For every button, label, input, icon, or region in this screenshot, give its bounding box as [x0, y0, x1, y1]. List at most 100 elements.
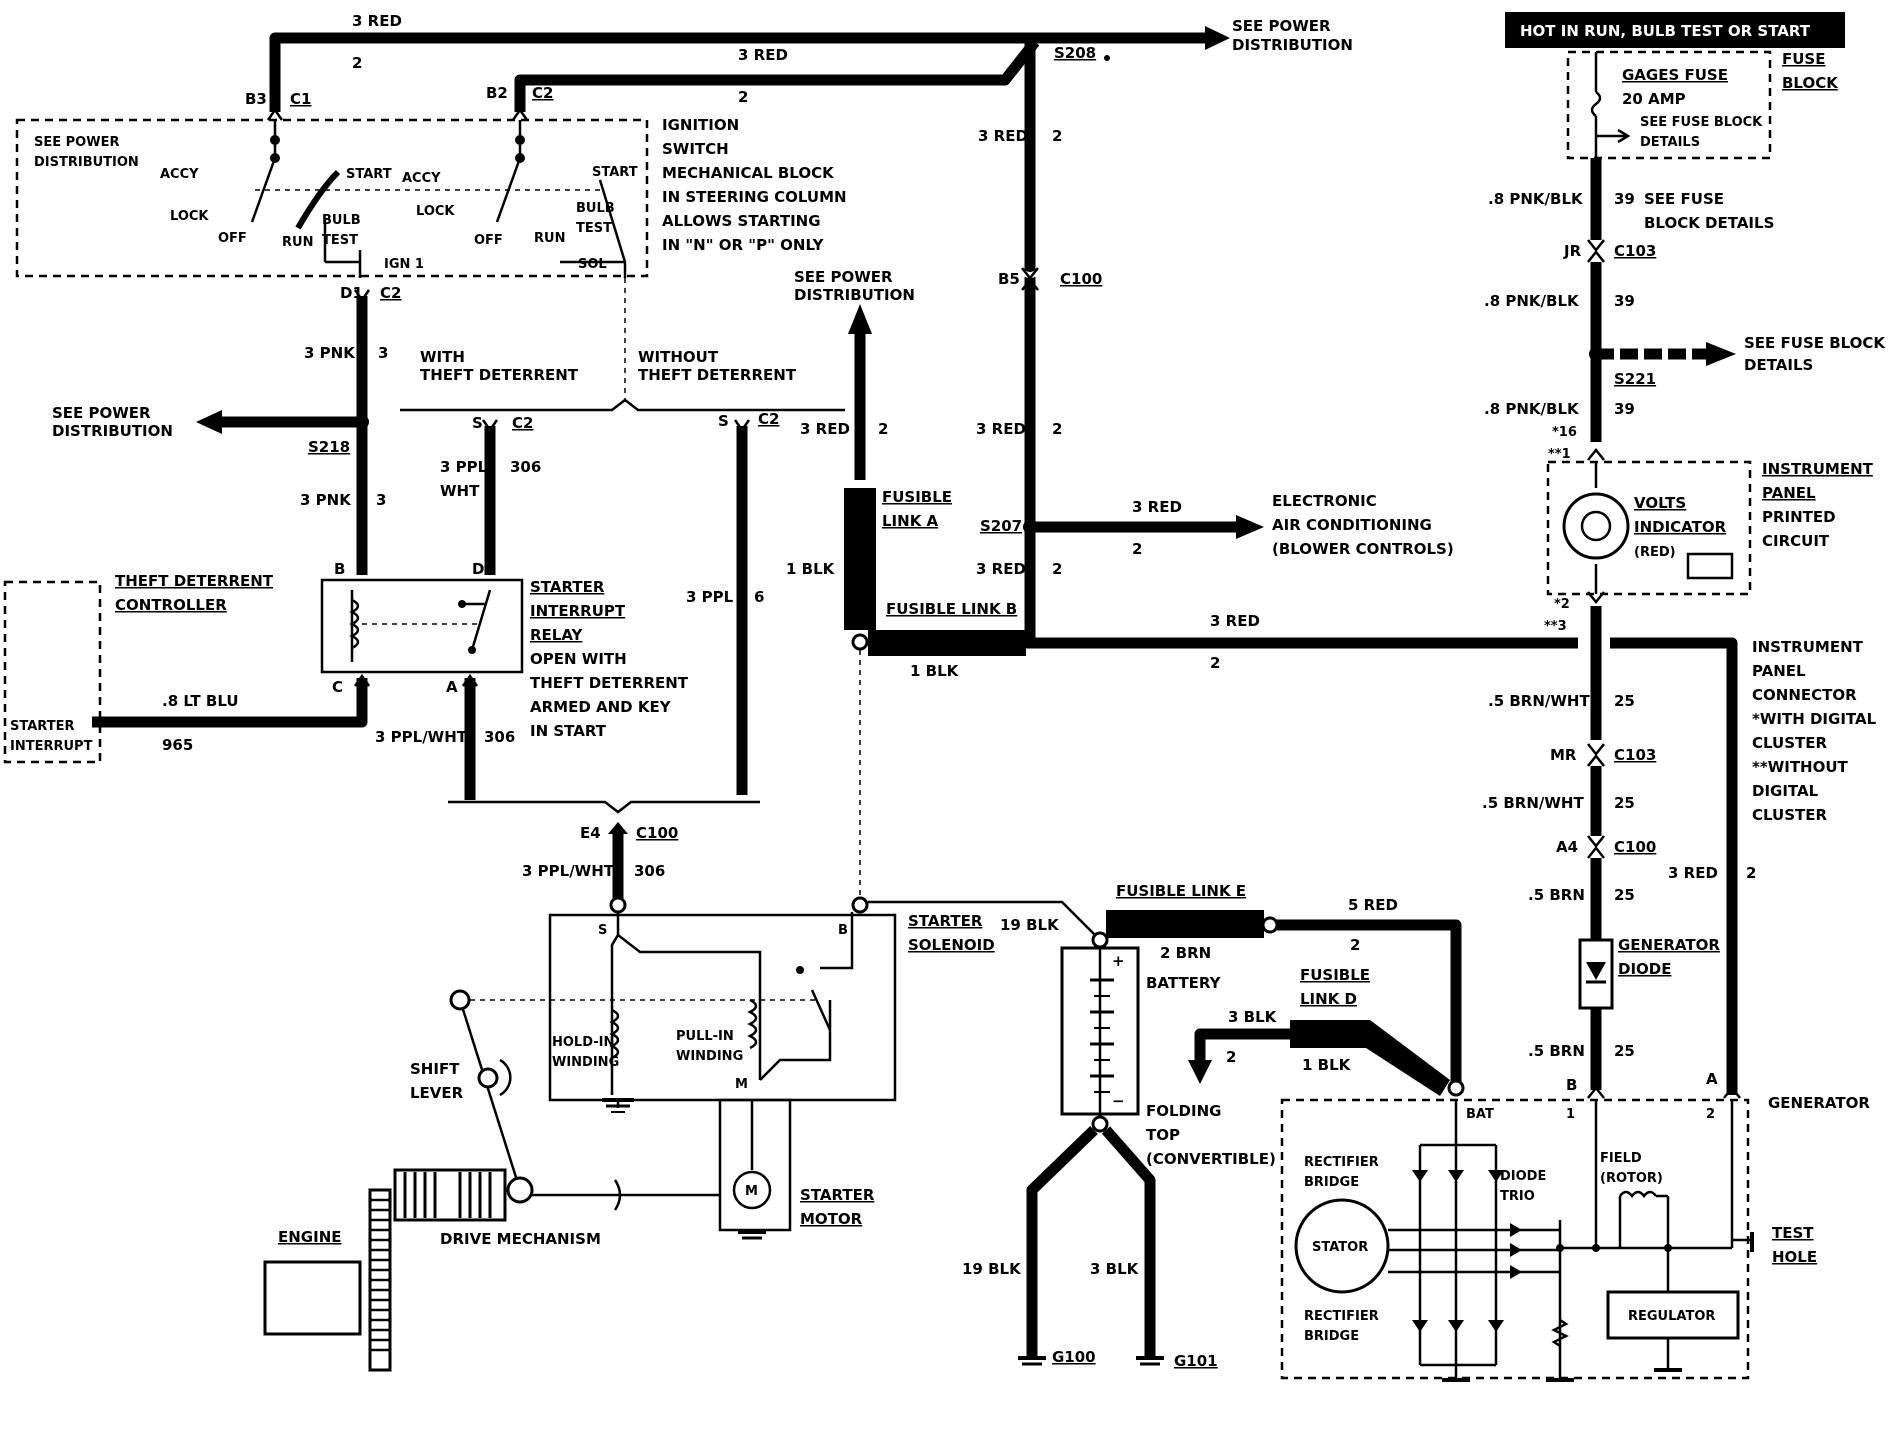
conn-2: CONNECTOR	[1752, 686, 1857, 704]
bat-circ2: 2	[1350, 936, 1360, 954]
bat-red5: 5 RED	[1348, 896, 1398, 914]
center-circ-1: 2	[1052, 127, 1062, 145]
bat-3blk-b: 3 BLK	[1090, 1260, 1140, 1278]
sw-bulb-2: BULB	[576, 201, 615, 216]
bat-1blk: 1 BLK	[1302, 1056, 1352, 1074]
fold-3: (CONVERTIBLE)	[1146, 1150, 1276, 1168]
see-fuse-2: BLOCK DETAILS	[1644, 214, 1774, 232]
ignition-switch: SEE POWER DISTRIBUTION ACCY LOCK OFF RUN…	[15, 116, 847, 278]
volts-1: VOLTS	[1634, 494, 1686, 512]
hold-1: HOLD-IN	[552, 1035, 614, 1050]
with-1: WITH	[420, 348, 465, 366]
pnk-bot: 3 PNK	[300, 491, 352, 509]
ppl-circ: 6	[754, 588, 764, 606]
right-column: .8 PNK/BLK 39 SEE FUSE BLOCK DETAILS JR …	[1482, 158, 1886, 1099]
solenoid-pin-s: S	[598, 923, 607, 938]
r-pnk-3: .8 PNK/BLK	[1484, 400, 1580, 418]
see-power-left-1: SEE POWER	[52, 404, 151, 422]
conn-0: INSTRUMENT	[1752, 638, 1864, 656]
fuse-details-1: SEE FUSE BLOCK	[1640, 115, 1763, 130]
ac-red: 3 RED	[1132, 498, 1182, 516]
ground-g100: G100	[1052, 1348, 1096, 1366]
top-feed-wires: 3 RED 2 3 RED 2 SEE POWER DISTRIBUTION S…	[245, 12, 1353, 645]
conn-d1: D1	[340, 284, 363, 302]
without-2: THEFT DETERRENT	[638, 366, 797, 384]
link-a-1: FUSIBLE	[882, 488, 952, 506]
theft-title-1: THEFT DETERRENT	[115, 572, 274, 590]
drive-gear-teeth	[403, 1172, 492, 1218]
fl-circ: 2	[878, 420, 888, 438]
sw-lock-2: LOCK	[416, 204, 455, 219]
diode-2: DIODE	[1618, 960, 1671, 978]
motor-symbol: M	[745, 1184, 758, 1199]
motor-title-2: MOTOR	[800, 1210, 863, 1228]
r-c39a: 39	[1614, 190, 1635, 208]
fl-see-power-2: DISTRIBUTION	[794, 286, 915, 304]
conn-c100-right: C100	[1614, 838, 1656, 856]
relay-title-4: THEFT DETERRENT	[530, 674, 689, 692]
r-c25b: 25	[1614, 794, 1635, 812]
splice-s218: S218	[308, 438, 350, 456]
hold-2: WINDING	[552, 1055, 619, 1070]
star-3: **3	[1544, 619, 1567, 634]
relay-title-2: RELAY	[530, 626, 584, 644]
hot-banner: HOT IN RUN, BULB TEST OR START	[1520, 22, 1811, 40]
bat-circ2b: 2	[1226, 1048, 1236, 1066]
sw-accy-1: ACCY	[160, 167, 199, 182]
ground-g101: G101	[1174, 1352, 1218, 1370]
pnk-top-circ: 3	[378, 344, 388, 362]
splice-s208-dot	[1104, 55, 1110, 61]
r-brn-4: .5 BRN	[1528, 1042, 1585, 1060]
theft-wire: .8 LT BLU	[162, 692, 239, 710]
conn-s-b: S	[718, 412, 729, 430]
conn-6: DIGITAL	[1752, 782, 1819, 800]
fuse-details-2: DETAILS	[1640, 135, 1700, 150]
bus-red: 3 RED	[1210, 612, 1260, 630]
sw-test-2: TEST	[576, 221, 612, 236]
connector-b3: B3	[245, 90, 267, 108]
c306-top: 306	[510, 458, 541, 476]
theft-title-2: CONTROLLER	[115, 596, 227, 614]
diode-trio-2: TRIO	[1500, 1189, 1535, 1204]
ignition-title-4: ALLOWS STARTING	[662, 212, 821, 230]
see-fuse-1: SEE FUSE	[1644, 190, 1724, 208]
ac-3: (BLOWER CONTROLS)	[1272, 540, 1454, 558]
theft-inner-2: INTERRUPT	[10, 739, 93, 754]
conn-b5: B5	[998, 270, 1020, 288]
sw-test-1: TEST	[322, 233, 358, 248]
ip-4: CIRCUIT	[1762, 532, 1830, 550]
fuse-block-1: FUSE	[1782, 50, 1825, 68]
top-wire-a-circuit: 2	[352, 54, 362, 72]
center-circ-2: 2	[1052, 420, 1062, 438]
link-d-1: FUSIBLE	[1300, 966, 1370, 984]
connector-c2: C2	[532, 84, 553, 102]
starter-19blk: 19 BLK	[1000, 916, 1060, 934]
without-1: WITHOUT	[638, 348, 719, 366]
r-pnk-1: .8 PNK/BLK	[1488, 190, 1584, 208]
shift-2: LEVER	[410, 1084, 464, 1102]
conn-mr: MR	[1550, 746, 1577, 764]
splice-s207: S207	[980, 517, 1022, 535]
fuse-rating: 20 AMP	[1622, 90, 1686, 108]
star-16: *16	[1552, 425, 1577, 440]
rect1-b: BRIDGE	[1304, 1175, 1359, 1190]
solenoid-pin-b: B	[838, 923, 848, 938]
conn-3: *WITH DIGITAL	[1752, 710, 1877, 728]
conn-a4: A4	[1556, 838, 1578, 856]
conn-c2-a: C2	[512, 414, 533, 432]
solenoid-title-2: SOLENOID	[908, 936, 995, 954]
ip-2: PANEL	[1762, 484, 1816, 502]
diode-1: GENERATOR	[1618, 936, 1720, 954]
fuse-block-2: BLOCK	[1782, 74, 1839, 92]
solenoid-pin-m: M	[735, 1077, 748, 1092]
with-2: THEFT DETERRENT	[420, 366, 579, 384]
center-feed: 3 RED 2 B5 C100 3 RED 2 S207 3 RED 2 ELE…	[976, 127, 1454, 672]
volts-2: INDICATOR	[1634, 518, 1727, 536]
center-circ-3: 2	[1052, 560, 1062, 578]
fl-blk: 1 BLK	[786, 560, 836, 578]
gen-two: 2	[1706, 1107, 1715, 1122]
relay-pin-c: C	[332, 678, 343, 696]
fl-see-power-1: SEE POWER	[794, 268, 893, 286]
gen-pin-b: B	[1566, 1076, 1577, 1094]
field-2: (ROTOR)	[1600, 1171, 1663, 1186]
